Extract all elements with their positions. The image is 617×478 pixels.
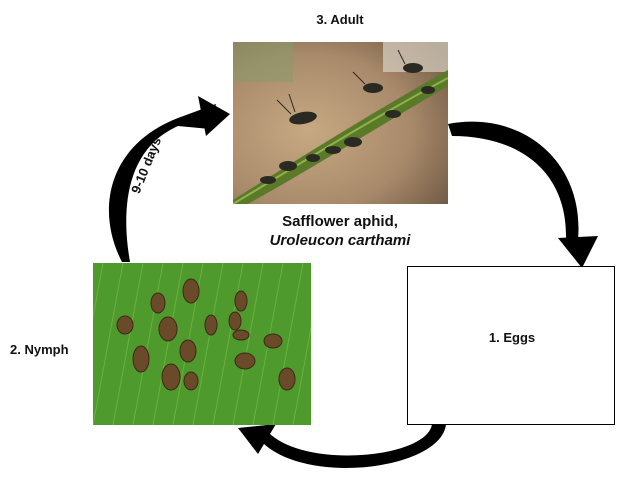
arrow-eggs-to-nymph [258, 424, 446, 468]
adult-aphid-photo [233, 42, 448, 204]
stage-label-nymph: 2. Nymph [10, 342, 69, 357]
arrowhead-nymph-to-adult [198, 96, 230, 136]
common-name: Safflower aphid, [230, 212, 450, 231]
arrow-nymph-to-adult [109, 104, 216, 262]
scientific-name: Uroleucon carthami [270, 232, 411, 249]
species-caption: Safflower aphid, Uroleucon carthami [230, 212, 450, 250]
stage-label-adult: 3. Adult [0, 12, 617, 27]
arrowhead-adult-to-eggs [558, 236, 598, 268]
nymph-aphid-photo [93, 263, 311, 425]
stage-label-eggs: 1. Eggs [407, 330, 617, 345]
eggs-stage-box [407, 266, 615, 425]
arrow-adult-to-eggs [448, 122, 579, 240]
